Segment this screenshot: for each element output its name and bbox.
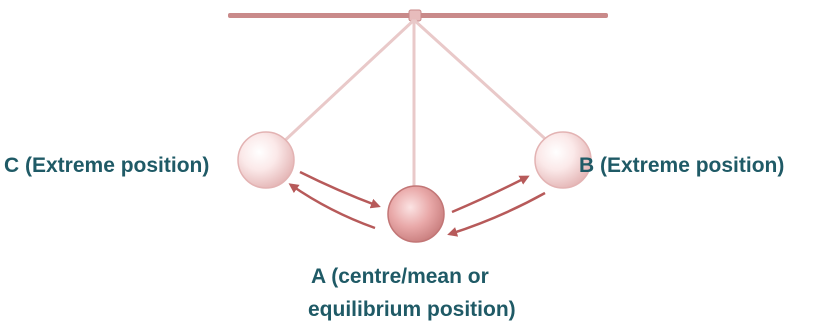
string-c — [280, 20, 414, 145]
arrow-c-to-a — [300, 172, 378, 206]
string-b — [414, 20, 552, 145]
arrow-a-to-c — [291, 185, 375, 228]
label-mean-line1: A (centre/mean or — [311, 266, 489, 287]
bob-a — [388, 186, 444, 242]
arrow-b-to-a — [450, 193, 545, 234]
label-extreme-c: C (Extreme position) — [4, 155, 209, 176]
label-mean-line2: equilibrium position) — [308, 299, 516, 320]
bob-c — [238, 132, 294, 188]
label-extreme-b: B (Extreme position) — [579, 155, 784, 176]
